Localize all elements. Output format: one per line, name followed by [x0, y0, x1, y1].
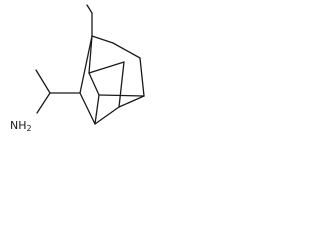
- cage-bond: [112, 42, 141, 59]
- cage-bond: [139, 57, 145, 97]
- bond-ethyl-terminal: [86, 4, 93, 14]
- cage-bond: [88, 61, 125, 74]
- cage-bond: [94, 106, 120, 125]
- amine-label: NH2: [10, 119, 32, 133]
- cage-bond: [79, 35, 93, 94]
- cage-bond: [94, 94, 100, 125]
- cage-bond: [98, 94, 145, 97]
- cage-bond: [118, 61, 125, 108]
- bond-ch-methyl: [35, 69, 51, 94]
- cage-bond: [118, 95, 145, 108]
- cage-bond: [91, 35, 114, 44]
- amine-subscript: 2: [27, 124, 32, 133]
- cage-bond: [88, 72, 100, 96]
- aminoethyl-group: NH2: [10, 69, 81, 133]
- cage-bond: [79, 92, 96, 125]
- molecular-structure: NH2: [10, 4, 145, 133]
- cage-bond: [88, 35, 93, 74]
- adamantane-cage: [79, 35, 145, 125]
- bond-ch-nitrogen: [36, 92, 51, 114]
- ethyl-group: [86, 4, 93, 37]
